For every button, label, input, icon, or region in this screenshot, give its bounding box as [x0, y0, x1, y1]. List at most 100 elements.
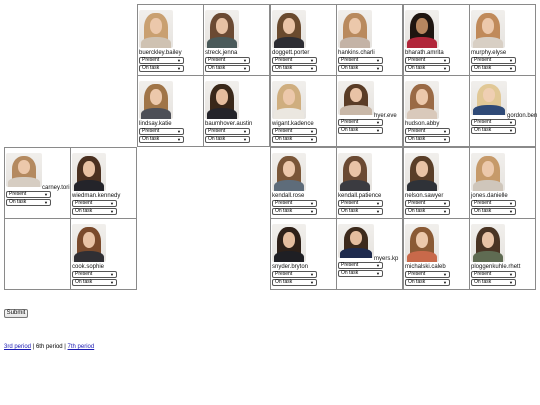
shirt-shape — [274, 179, 304, 191]
task-select[interactable]: On task▼ — [471, 208, 516, 215]
shirt-shape — [407, 250, 437, 262]
task-select[interactable]: On task▼ — [471, 127, 516, 134]
shirt-shape — [207, 107, 237, 119]
attendance-select[interactable]: Present▼ — [405, 57, 450, 64]
student-photo[interactable] — [471, 224, 505, 262]
student-photo[interactable] — [272, 153, 306, 191]
face-shape — [17, 159, 31, 175]
chevron-down-icon: ▼ — [443, 58, 447, 63]
task-select[interactable]: On task▼ — [272, 65, 317, 72]
attendance-select[interactable]: Present▼ — [338, 119, 383, 126]
student-photo[interactable] — [405, 224, 439, 262]
face-shape — [348, 160, 362, 177]
student-photo[interactable] — [338, 81, 374, 115]
task-select[interactable]: On task▼ — [72, 279, 117, 286]
face-shape — [282, 231, 296, 248]
student-photo[interactable] — [272, 81, 306, 119]
attendance-select[interactable]: Present▼ — [338, 200, 383, 207]
task-select[interactable]: On task▼ — [338, 65, 383, 72]
task-select-value: On task — [408, 136, 426, 142]
attendance-select[interactable]: Present▼ — [471, 200, 516, 207]
attendance-select[interactable]: Present▼ — [139, 128, 184, 135]
student-photo[interactable] — [272, 224, 306, 262]
student-photo[interactable] — [205, 10, 239, 48]
attendance-select[interactable]: Present▼ — [205, 128, 250, 135]
student-photo[interactable] — [6, 153, 42, 187]
task-select[interactable]: On task▼ — [139, 136, 184, 143]
student-photo[interactable] — [205, 81, 239, 119]
student-photo[interactable] — [405, 81, 439, 119]
shirt-shape — [407, 36, 437, 48]
task-select[interactable]: On task▼ — [205, 65, 250, 72]
task-select[interactable]: On task▼ — [405, 208, 450, 215]
attendance-select[interactable]: Present▼ — [471, 271, 516, 278]
student-photo[interactable] — [338, 153, 372, 191]
chevron-down-icon: ▼ — [443, 129, 447, 134]
attendance-select-value: Present — [208, 128, 226, 134]
student-photo[interactable] — [139, 10, 173, 48]
attendance-select[interactable]: Present▼ — [405, 271, 450, 278]
chevron-down-icon: ▼ — [443, 66, 447, 71]
attendance-select-value: Present — [474, 200, 492, 206]
attendance-select-value: Present — [341, 200, 359, 206]
attendance-select[interactable]: Present▼ — [272, 271, 317, 278]
student-photo[interactable] — [471, 153, 505, 191]
attendance-select[interactable]: Present▼ — [405, 200, 450, 207]
student-photo[interactable] — [139, 81, 173, 119]
student-name: michalski.caleb — [405, 264, 446, 270]
task-select[interactable]: On task▼ — [405, 279, 450, 286]
task-select[interactable]: On task▼ — [338, 127, 383, 134]
attendance-select[interactable]: Present▼ — [338, 57, 383, 64]
task-select[interactable]: On task▼ — [139, 65, 184, 72]
face-shape — [481, 17, 495, 34]
task-select[interactable]: On task▼ — [405, 136, 450, 143]
attendance-select[interactable]: Present▼ — [205, 57, 250, 64]
chevron-down-icon: ▼ — [509, 209, 513, 214]
attendance-select[interactable]: Present▼ — [471, 119, 516, 126]
chevron-down-icon: ▼ — [376, 66, 380, 71]
task-select[interactable]: On task▼ — [72, 208, 117, 215]
task-select[interactable]: On task▼ — [405, 65, 450, 72]
student-photo[interactable] — [338, 224, 374, 258]
chevron-down-icon: ▼ — [376, 209, 380, 214]
task-select[interactable]: On task▼ — [471, 65, 516, 72]
student-photo[interactable] — [405, 153, 439, 191]
student-photo[interactable] — [471, 10, 505, 48]
student-name: kendall.rose — [272, 193, 305, 199]
shirt-shape — [74, 179, 104, 191]
face-shape — [415, 231, 429, 248]
task-select[interactable]: On task▼ — [338, 208, 383, 215]
attendance-select[interactable]: Present▼ — [405, 128, 450, 135]
task-select[interactable]: On task▼ — [272, 208, 317, 215]
prev-period-link[interactable]: 3rd period — [4, 344, 32, 350]
attendance-select[interactable]: Present▼ — [6, 191, 51, 198]
task-select[interactable]: On task▼ — [205, 136, 250, 143]
next-period-link[interactable]: 7th period — [67, 344, 95, 350]
task-select[interactable]: On task▼ — [471, 279, 516, 286]
attendance-select[interactable]: Present▼ — [72, 271, 117, 278]
attendance-select[interactable]: Present▼ — [272, 128, 317, 135]
attendance-select[interactable]: Present▼ — [272, 200, 317, 207]
shirt-shape — [473, 250, 503, 262]
student-photo[interactable] — [338, 10, 372, 48]
student-photo[interactable] — [471, 81, 507, 115]
attendance-select[interactable]: Present▼ — [139, 57, 184, 64]
student-name: hudson.abby — [405, 121, 440, 127]
task-select[interactable]: On task▼ — [6, 199, 51, 206]
shirt-shape — [473, 104, 505, 115]
student-photo[interactable] — [72, 153, 106, 191]
face-shape — [415, 17, 429, 34]
attendance-select[interactable]: Present▼ — [338, 262, 383, 269]
task-select[interactable]: On task▼ — [338, 270, 383, 277]
attendance-select[interactable]: Present▼ — [72, 200, 117, 207]
student-photo[interactable] — [405, 10, 439, 48]
attendance-select[interactable]: Present▼ — [471, 57, 516, 64]
student-photo[interactable] — [72, 224, 106, 262]
nav-separator: | — [31, 344, 36, 350]
task-select[interactable]: On task▼ — [272, 279, 317, 286]
shirt-shape — [274, 107, 304, 119]
attendance-select[interactable]: Present▼ — [272, 57, 317, 64]
student-photo[interactable] — [272, 10, 306, 48]
submit-button[interactable]: Submit — [4, 309, 28, 318]
task-select[interactable]: On task▼ — [272, 136, 317, 143]
